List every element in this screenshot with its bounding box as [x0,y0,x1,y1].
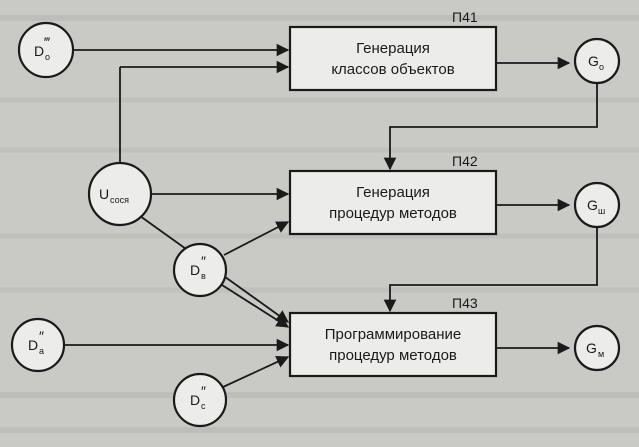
input-da2-sub: a [39,346,44,356]
wire-dv2-p42 [223,221,290,256]
input-do3-sub: o [45,52,50,62]
block-p41-tag: П41 [452,9,478,25]
input-dc2-sup: ″ [201,383,206,399]
input-da2-sup: ″ [39,328,44,344]
output-go: G o [573,37,621,85]
output-gsh-sub: ш [598,206,605,216]
block-p41: П41 Генерация классов объектов [288,9,498,92]
block-p41-line2: классов объектов [331,61,454,78]
input-dv2-sup: ″ [201,253,206,269]
connectors [63,43,598,388]
output-gsh-main: G [587,197,598,213]
output-gm-main: G [586,340,597,356]
output-go-main: G [588,53,599,69]
input-do3-main: D [34,43,44,59]
input-dc2: D ″ c [172,372,228,428]
input-dv2-main: D [190,262,200,278]
block-p42: П42 Генерация процедур методов [288,153,498,236]
wire-go-p42 [383,82,598,171]
input-dv2-sub: в [201,271,206,281]
block-p42-line1: Генерация [356,184,430,201]
wire-gsh-p43 [383,227,598,313]
input-da2: D ″ a [10,317,66,373]
block-p43: П43 Программирование процедур методов [288,295,498,378]
input-usos-sub: сося [110,195,129,205]
input-dc2-sub: c [201,401,206,411]
block-p43-line2: процедур методов [329,347,457,364]
block-p41-line1: Генерация [356,40,430,57]
input-da2-main: D [28,337,38,353]
input-do3: D ‴ o [17,21,75,79]
block-p42-line2: процедур методов [329,205,457,222]
block-p43-line1: Программирование [325,326,461,343]
output-gm-sub: м [598,349,604,359]
block-p42-tag: П42 [452,153,478,169]
input-dv2: D ″ в [172,242,228,298]
wire-dv2-p43 [221,284,290,328]
input-usos: U сося [87,161,153,227]
input-usos-main: U [99,186,109,202]
output-gsh: G ш [573,181,621,229]
output-gm: G м [573,324,621,372]
block-p43-tag: П43 [452,295,478,311]
input-dc2-main: D [190,392,200,408]
wire-dc2-p43 [222,356,290,388]
input-do3-sup: ‴ [44,34,50,50]
output-go-sub: o [599,62,604,72]
